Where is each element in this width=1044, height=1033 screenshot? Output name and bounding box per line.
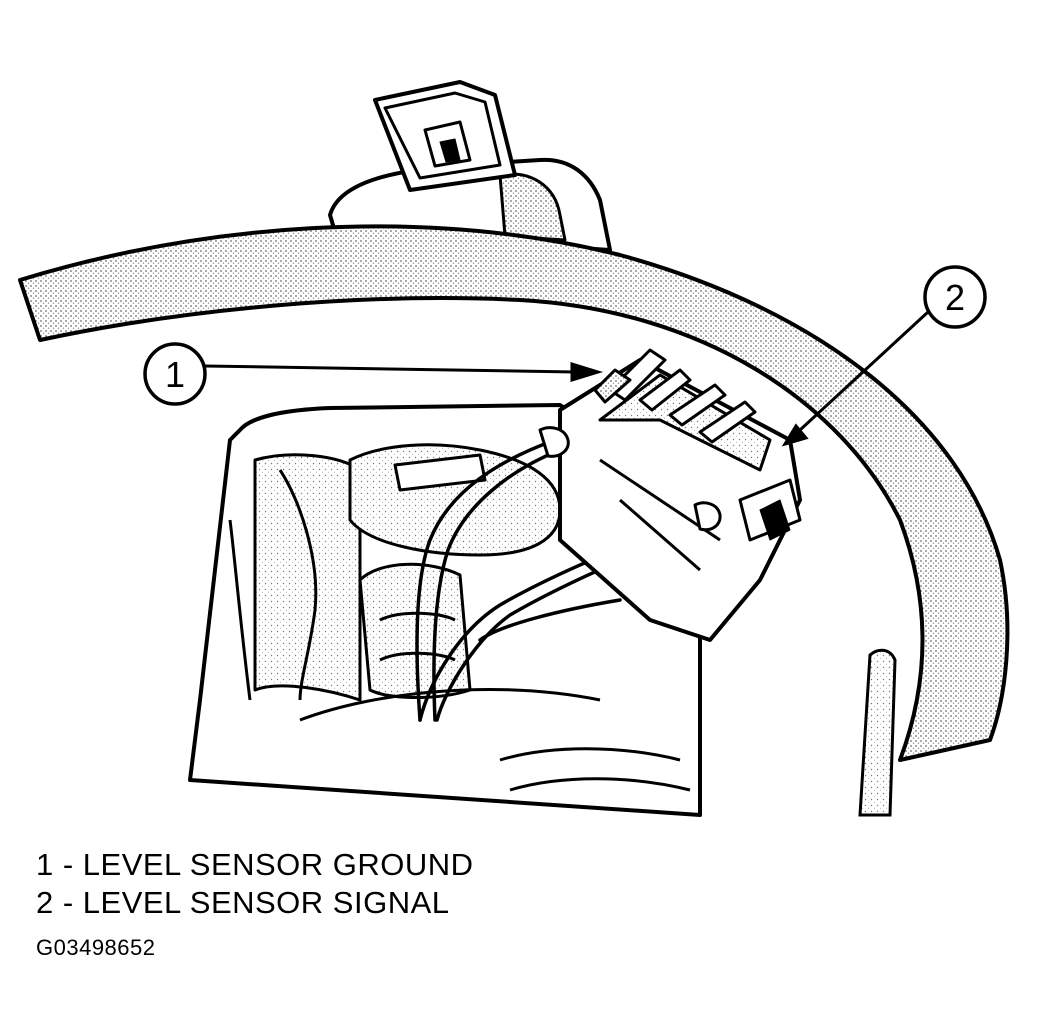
callout-1: 1 [143,342,207,406]
callout-2: 2 [923,265,987,329]
legend-item-level-sensor-signal: 2 - LEVEL SENSOR SIGNAL [36,885,450,920]
callout-2-number: 2 [945,277,965,318]
callout-leader-lines [204,310,930,447]
figure-id: G03498652 [36,935,156,960]
callout-1-number: 1 [165,354,185,395]
fuel-pump-module-illustration: 1 2 [18,80,1010,817]
level-sensor-connector-block [538,348,802,642]
legend-item-level-sensor-ground: 1 - LEVEL SENSOR GROUND [36,847,474,882]
legend: 1 - LEVEL SENSOR GROUND 2 - LEVEL SENSOR… [36,846,474,922]
tank-flange [18,224,1010,817]
